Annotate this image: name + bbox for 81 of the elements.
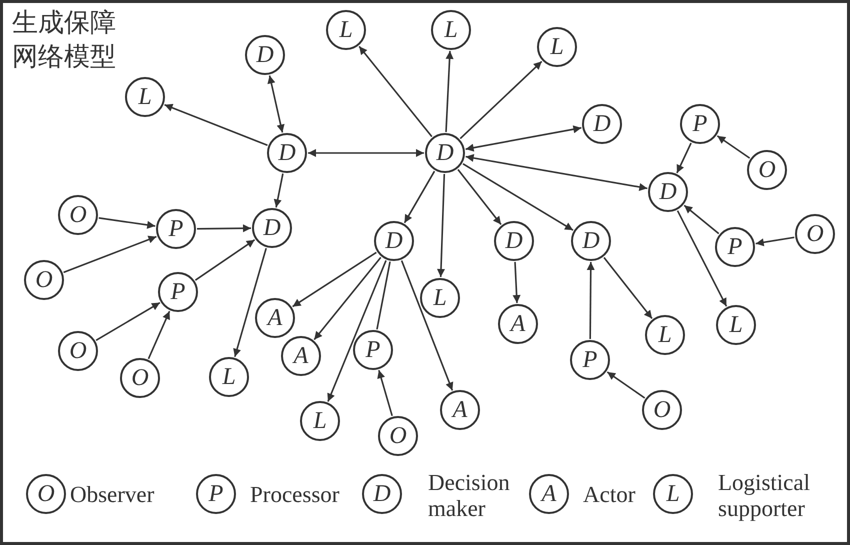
role-circle: D bbox=[245, 35, 285, 75]
arrow bbox=[194, 239, 256, 281]
role-circle: O bbox=[24, 260, 64, 300]
arrow bbox=[267, 75, 285, 133]
role-circle: P bbox=[680, 104, 720, 144]
role-circle: L bbox=[300, 401, 340, 441]
arrow bbox=[327, 260, 387, 402]
arrow bbox=[606, 371, 646, 399]
role-circle: P bbox=[353, 330, 393, 370]
arrow bbox=[148, 310, 170, 360]
arrow bbox=[308, 149, 424, 157]
role-circle: L bbox=[431, 10, 471, 50]
role-circle: L bbox=[716, 305, 756, 345]
arrow bbox=[445, 50, 454, 132]
legend-symbol: L bbox=[653, 474, 693, 514]
arrow bbox=[462, 163, 574, 231]
role-circle: O bbox=[58, 195, 98, 235]
role-circle: L bbox=[125, 77, 165, 117]
legend-text: Decision maker bbox=[428, 470, 511, 522]
arrow bbox=[404, 170, 436, 224]
legend-text: Actor bbox=[583, 482, 636, 508]
arrow bbox=[460, 60, 542, 140]
arrow bbox=[233, 248, 267, 358]
legend-symbol: D bbox=[362, 474, 402, 514]
role-circle: D bbox=[374, 221, 414, 261]
role-circle: D bbox=[425, 133, 465, 173]
role-circle: D bbox=[582, 104, 622, 144]
role-circle: O bbox=[378, 416, 418, 456]
arrow bbox=[457, 169, 502, 225]
arrow bbox=[197, 224, 251, 232]
arrow bbox=[676, 210, 728, 307]
role-circle: A bbox=[255, 298, 295, 338]
role-circle: O bbox=[58, 331, 98, 371]
role-circle: O bbox=[120, 358, 160, 398]
arrow bbox=[400, 260, 454, 391]
role-circle: A bbox=[498, 304, 538, 344]
role-circle: A bbox=[440, 390, 480, 430]
role-circle: A bbox=[281, 336, 321, 376]
role-circle: P bbox=[715, 227, 755, 267]
legend-text: Observer bbox=[70, 482, 156, 508]
arrow bbox=[98, 217, 156, 229]
role-circle: P bbox=[570, 340, 610, 380]
role-circle: L bbox=[420, 278, 460, 318]
role-circle: L bbox=[645, 315, 685, 355]
role-circle: O bbox=[642, 390, 682, 430]
role-circle: L bbox=[326, 10, 366, 50]
arrow bbox=[63, 236, 157, 274]
role-circle: D bbox=[571, 221, 611, 261]
role-circle: D bbox=[267, 133, 307, 173]
arrow bbox=[377, 370, 393, 416]
legend-text: Processor bbox=[250, 482, 340, 508]
role-circle: O bbox=[747, 150, 787, 190]
arrow bbox=[96, 302, 160, 342]
arrow bbox=[164, 104, 268, 146]
role-circle: D bbox=[648, 172, 688, 212]
arrow bbox=[586, 262, 595, 339]
arrow bbox=[466, 154, 648, 191]
arrow bbox=[466, 125, 582, 152]
arrow bbox=[684, 204, 720, 234]
role-circle: O bbox=[795, 214, 835, 254]
arrow bbox=[756, 236, 794, 246]
legend-text: Logistical supporter bbox=[718, 470, 811, 522]
arrow bbox=[358, 46, 432, 138]
arrow bbox=[437, 174, 446, 278]
arrow bbox=[716, 135, 750, 159]
role-circle: L bbox=[209, 357, 249, 397]
arrow bbox=[603, 257, 653, 319]
legend-symbol: P bbox=[196, 474, 236, 514]
role-circle: L bbox=[537, 27, 577, 67]
legend-symbol: A bbox=[529, 474, 569, 514]
legend-symbol: O bbox=[26, 474, 66, 514]
arrow bbox=[512, 262, 521, 304]
role-circle: D bbox=[494, 221, 534, 261]
arrow bbox=[292, 252, 377, 308]
arrow bbox=[676, 142, 692, 174]
role-circle: P bbox=[156, 209, 196, 249]
arrow bbox=[314, 256, 382, 340]
title: 生成保障网络模型 bbox=[12, 7, 117, 74]
role-circle: D bbox=[252, 208, 292, 248]
arrow bbox=[274, 173, 284, 208]
role-circle: P bbox=[158, 272, 198, 312]
